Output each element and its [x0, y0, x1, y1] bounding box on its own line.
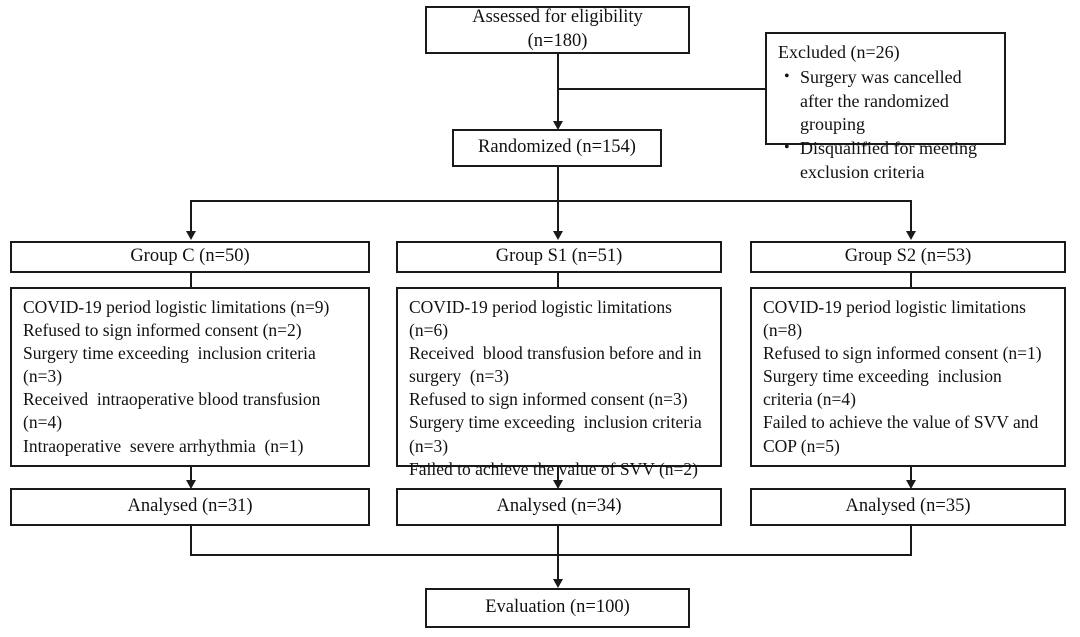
group-s1-header-label: Group S1 (n=51): [495, 246, 623, 267]
evaluation-label: Evaluation (n=100): [485, 597, 630, 618]
connector-group-s1-to-exclusions: [557, 273, 559, 287]
group-s2-analysed-label: Analysed (n=35): [845, 496, 971, 517]
group-s1-exclusions-box: COVID-19 period logistic limitations (n=…: [396, 287, 722, 479]
excluded-reason-text: Surgery was cancelled after the randomiz…: [800, 66, 962, 135]
assessed-line-1: Assessed for eligibility: [472, 7, 643, 28]
connector-group-c-to-analysed: [190, 467, 192, 486]
group-c-exclusion-reason: Refused to sign informed consent (n=2): [23, 320, 302, 341]
arrowhead-evaluation: [552, 579, 563, 588]
group-c-exclusions-box: COVID-19 period logistic limitations (n=…: [10, 287, 370, 467]
connector-group-s2-to-analysed: [910, 467, 912, 486]
arrowhead-group-s1: [552, 231, 563, 240]
arrowhead-group-s1-analysed: [552, 480, 563, 489]
group-s2-header-box: Group S2 (n=53): [750, 241, 1066, 273]
excluded-reason-text: Disqualified for meeting exclusion crite…: [800, 138, 977, 182]
connector-randomized-trunk: [557, 167, 559, 201]
connector-drop-group-s2: [910, 200, 912, 233]
connector-group-s2-to-exclusions: [910, 273, 912, 287]
excluded-box: Excluded (n=26) • Surgery was cancelled …: [765, 32, 1006, 182]
group-s2-exclusion-reason: Surgery time exceeding inclusion criteri…: [763, 366, 1002, 410]
arrowhead-group-s2: [905, 231, 916, 240]
group-s2-exclusion-reason: COVID-19 period logistic limitations (n=…: [763, 297, 1026, 341]
group-s1-exclusion-reason: Received blood transfusion before and in…: [409, 343, 702, 387]
connector-group-c-down: [190, 526, 192, 556]
connector-evaluation-bus: [190, 554, 912, 556]
group-s2-analysed-box: Analysed (n=35): [750, 488, 1066, 526]
connector-to-excluded-box: [557, 88, 765, 90]
arrowhead-group-c: [185, 231, 196, 240]
connector-bus-to-evaluation: [557, 554, 559, 585]
randomized-box: Randomized (n=154): [452, 129, 662, 167]
bullet-icon: •: [784, 139, 790, 156]
evaluation-box: Evaluation (n=100): [425, 588, 690, 628]
connector-drop-group-s1: [557, 200, 559, 233]
group-s1-exclusion-reason: COVID-19 period logistic limitations (n=…: [409, 297, 672, 341]
group-c-header-box: Group C (n=50): [10, 241, 370, 273]
connector-group-s1-down: [557, 526, 559, 556]
group-s1-analysed-box: Analysed (n=34): [396, 488, 722, 526]
group-s2-exclusion-reason: Refused to sign informed consent (n=1): [763, 343, 1042, 364]
assessed-for-eligibility-box: Assessed for eligibility (n=180): [425, 6, 690, 54]
group-s2-exclusion-reason: Failed to achieve the value of SVV and C…: [763, 412, 1039, 456]
excluded-reason-item: • Surgery was cancelled after the random…: [778, 66, 995, 137]
arrowhead-group-s2-analysed: [905, 480, 916, 489]
excluded-title: Excluded (n=26): [778, 42, 900, 62]
group-c-exclusion-reason: COVID-19 period logistic limitations (n=…: [23, 297, 330, 317]
arrowhead-to-randomized: [552, 121, 563, 130]
group-c-exclusion-reason: Intraoperative severe arrhythmia (n=1): [23, 435, 304, 456]
connector-allocation-bus: [190, 200, 912, 202]
group-s1-header-box: Group S1 (n=51): [396, 241, 722, 273]
connector-assessed-to-randomized: [557, 54, 559, 127]
group-c-header-label: Group C (n=50): [130, 246, 250, 267]
group-c-analysed-box: Analysed (n=31): [10, 488, 370, 526]
group-s1-exclusion-reason: Refused to sign informed consent (n=3): [409, 389, 688, 410]
excluded-reason-item: • Disqualified for meeting exclusion cri…: [778, 137, 995, 185]
group-c-exclusion-reason: Surgery time exceeding inclusion criteri…: [23, 343, 316, 387]
group-s2-header-label: Group S2 (n=53): [844, 246, 972, 267]
arrowhead-group-c-analysed: [185, 480, 196, 489]
group-c-analysed-label: Analysed (n=31): [127, 496, 253, 517]
randomized-label: Randomized (n=154): [478, 137, 636, 158]
bullet-icon: •: [784, 67, 790, 85]
assessed-line-2: (n=180): [527, 31, 588, 51]
group-s1-exclusion-reason: Failed to achieve the value of SVV (n=2): [409, 458, 698, 479]
connector-group-s2-down: [910, 526, 912, 556]
connector-drop-group-c: [190, 200, 192, 233]
group-s2-exclusions-box: COVID-19 period logistic limitations (n=…: [750, 287, 1066, 467]
group-s1-analysed-label: Analysed (n=34): [496, 496, 622, 517]
group-c-exclusion-reason: Received intraoperative blood transfusio…: [23, 389, 321, 433]
connector-group-c-to-exclusions: [190, 273, 192, 287]
group-s1-exclusion-reason: Surgery time exceeding inclusion criteri…: [409, 412, 702, 456]
connector-group-s1-to-analysed: [557, 467, 559, 486]
